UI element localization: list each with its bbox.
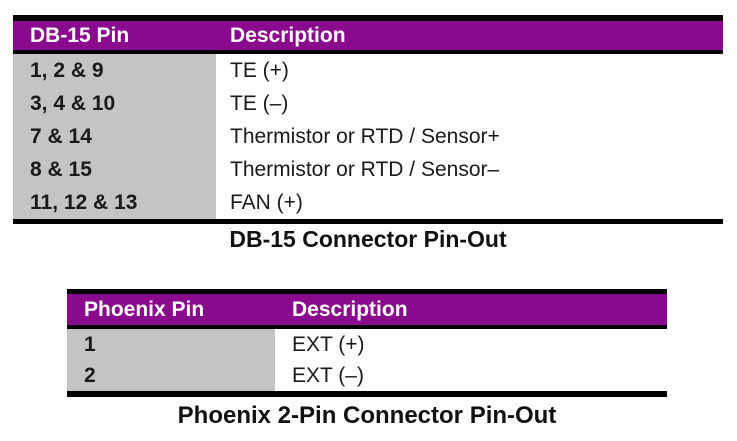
description-cell: FAN (+) bbox=[216, 186, 723, 219]
pin-cell: 1, 2 & 9 bbox=[13, 54, 216, 87]
db15-pinout-table: DB-15 Pin Description 1, 2 & 9 TE (+) 3,… bbox=[13, 15, 723, 224]
pin-cell: 2 bbox=[67, 360, 275, 391]
table-row: 11, 12 & 13 FAN (+) bbox=[13, 186, 723, 219]
column-header-description: Description bbox=[230, 24, 346, 47]
table-top-rule bbox=[13, 15, 723, 21]
description-cell: EXT (+) bbox=[275, 329, 667, 360]
table-row: 2 EXT (–) bbox=[67, 360, 667, 391]
description-cell: EXT (–) bbox=[275, 360, 667, 391]
description-cell: Thermistor or RTD / Sensor+ bbox=[216, 120, 723, 153]
table-top-rule bbox=[67, 289, 667, 294]
table-header-row: DB-15 Pin Description bbox=[13, 21, 723, 54]
pin-cell: 7 & 14 bbox=[13, 120, 216, 153]
description-cell: Thermistor or RTD / Sensor– bbox=[216, 153, 723, 186]
phoenix-table-caption: Phoenix 2-Pin Connector Pin-Out bbox=[177, 402, 557, 429]
pin-cell: 8 & 15 bbox=[13, 153, 216, 186]
db15-table-caption: DB-15 Connector Pin-Out bbox=[229, 226, 507, 252]
pin-cell: 1 bbox=[67, 329, 275, 360]
pin-cell: 3, 4 & 10 bbox=[13, 87, 216, 120]
table-row: 7 & 14 Thermistor or RTD / Sensor+ bbox=[13, 120, 723, 153]
description-cell: TE (–) bbox=[216, 87, 723, 120]
phoenix-pinout-table: Phoenix Pin Description 1 EXT (+) 2 EXT … bbox=[67, 289, 667, 397]
column-header-pin: Phoenix Pin bbox=[84, 298, 205, 321]
pin-cell: 11, 12 & 13 bbox=[13, 186, 216, 219]
table-row: 8 & 15 Thermistor or RTD / Sensor– bbox=[13, 153, 723, 186]
table-row: 1 EXT (+) bbox=[67, 329, 667, 360]
description-cell: TE (+) bbox=[216, 54, 723, 87]
table-header-row: Phoenix Pin Description bbox=[67, 294, 667, 329]
table-row: 3, 4 & 10 TE (–) bbox=[13, 87, 723, 120]
column-header-pin: DB-15 Pin bbox=[30, 24, 130, 47]
table-row: 1, 2 & 9 TE (+) bbox=[13, 54, 723, 87]
column-header-description: Description bbox=[292, 298, 408, 321]
table-bottom-rule bbox=[13, 219, 723, 224]
table-bottom-rule bbox=[67, 391, 667, 397]
